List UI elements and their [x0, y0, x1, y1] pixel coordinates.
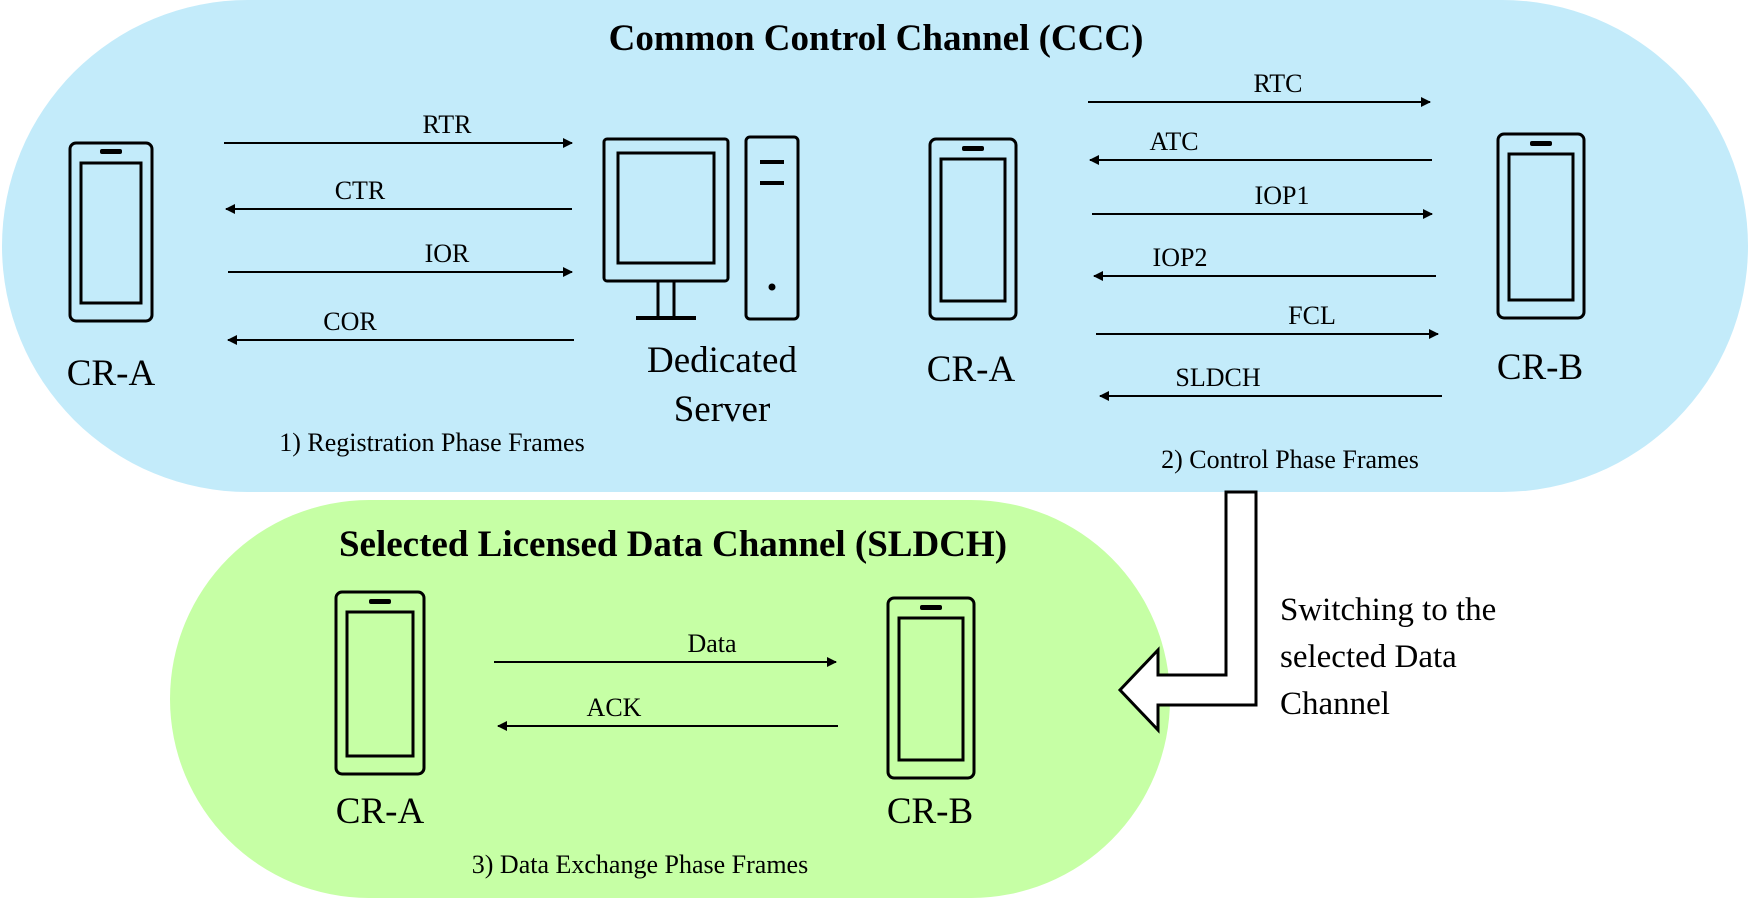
registration-caption: 1) Registration Phase Frames [279, 428, 584, 457]
data-exchange-frame-label-data: Data [687, 629, 737, 658]
sldch-title: Selected Licensed Data Channel (SLDCH) [339, 524, 1007, 565]
registration-frame-label-ctr: CTR [335, 176, 386, 205]
dedicated-server-icon [602, 135, 800, 321]
sldch-cr-a-label: CR-A [336, 791, 425, 832]
control-caption: 2) Control Phase Frames [1161, 445, 1419, 474]
data-exchange-frame-label-ack: ACK [587, 693, 642, 722]
sldch-cr-b-phone-icon [886, 596, 976, 780]
ccc-region [2, 0, 1748, 492]
registration-arrows: RTR CTR IOR COR [224, 110, 574, 345]
control-frame-label-iop2: IOP2 [1153, 243, 1208, 272]
control-cr-a-phone-icon [928, 137, 1018, 321]
ccc-title: Common Control Channel (CCC) [609, 18, 1144, 59]
registration-cr-a-label: CR-A [67, 353, 156, 394]
switching-arrow-icon [1117, 490, 1258, 734]
server-label-line1: Dedicated [647, 340, 797, 381]
switching-text-line2: selected Data [1280, 639, 1457, 675]
control-frame-label-fcl: FCL [1288, 301, 1336, 330]
registration-cr-a-phone-icon [68, 141, 154, 323]
data-exchange-caption: 3) Data Exchange Phase Frames [472, 850, 808, 879]
server-label-line2: Server [674, 389, 771, 430]
registration-frame-label-ior: IOR [425, 239, 470, 268]
sldch-cr-a-phone-icon [334, 590, 426, 776]
control-frame-label-iop1: IOP1 [1255, 181, 1310, 210]
sldch-cr-b-label: CR-B [887, 791, 973, 832]
registration-frame-label-cor: COR [323, 307, 377, 336]
switching-text-line3: Channel [1280, 686, 1390, 722]
control-frame-label-atc: ATC [1149, 127, 1198, 156]
control-frame-label-rtc: RTC [1253, 69, 1302, 98]
registration-frame-label-rtr: RTR [422, 110, 472, 139]
control-cr-b-label: CR-B [1497, 347, 1583, 388]
control-frame-label-sldch: SLDCH [1175, 363, 1260, 392]
switching-text-line1: Switching to the [1280, 592, 1496, 628]
control-cr-a-label: CR-A [927, 349, 1016, 390]
control-cr-b-phone-icon [1496, 132, 1586, 320]
